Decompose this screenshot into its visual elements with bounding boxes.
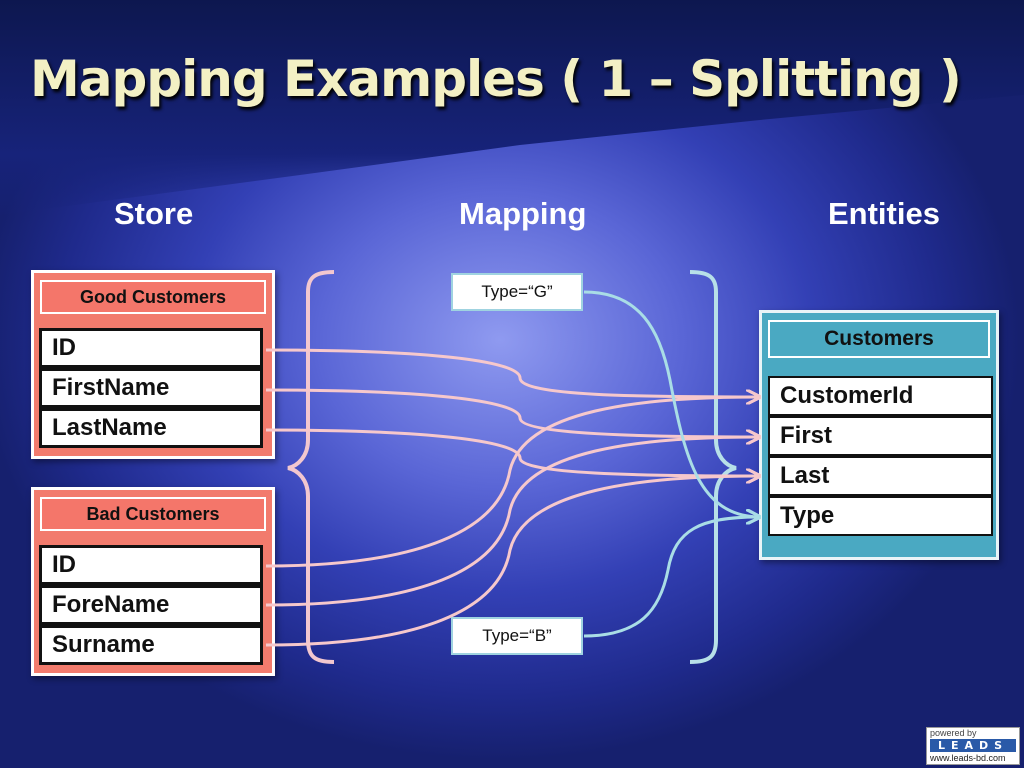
left-brace <box>287 270 335 664</box>
condition-type-b[interactable]: Type=“B” <box>451 617 583 655</box>
customers-entity-header: Customers <box>768 320 990 358</box>
good-customers-firstname-row[interactable]: FirstName <box>39 368 263 408</box>
link-good-lastname-to-last <box>265 428 758 476</box>
good-customers-header: Good Customers <box>40 280 266 314</box>
logo-url: www.leads-bd.com <box>930 753 1006 763</box>
good-customers-table[interactable]: Good Customers ID FirstName LastName <box>31 270 275 459</box>
mapping-heading: Mapping <box>459 196 587 231</box>
entity-type-row[interactable]: Type <box>768 496 993 536</box>
link-bad-forename-to-first <box>265 437 758 607</box>
link-type-b-to-type <box>583 517 758 638</box>
link-bad-surname-to-last <box>265 476 758 647</box>
entity-first-row[interactable]: First <box>768 416 993 456</box>
link-good-firstname-to-first <box>265 388 758 437</box>
logo-brand: LEADS <box>930 739 1016 752</box>
good-customers-lastname-row[interactable]: LastName <box>39 408 263 448</box>
entity-customerid-row[interactable]: CustomerId <box>768 376 993 416</box>
right-brace <box>689 270 737 664</box>
good-customers-id-row[interactable]: ID <box>39 328 263 368</box>
slide-title: Mapping Examples ( 1 – Splitting ) <box>30 50 962 108</box>
bad-customers-forename-row[interactable]: ForeName <box>39 585 263 625</box>
bad-customers-id-row[interactable]: ID <box>39 545 263 585</box>
entities-heading: Entities <box>828 196 940 231</box>
link-type-g-to-type <box>583 290 758 517</box>
entity-last-row[interactable]: Last <box>768 456 993 496</box>
store-heading: Store <box>114 196 194 231</box>
bad-customers-header: Bad Customers <box>40 497 266 531</box>
bad-customers-surname-row[interactable]: Surname <box>39 625 263 665</box>
leads-logo: powered by LEADS www.leads-bd.com <box>926 727 1020 765</box>
customers-entity[interactable]: Customers CustomerId First Last Type <box>759 310 999 560</box>
link-bad-id-to-customerid <box>265 397 758 568</box>
link-good-id-to-customerid <box>265 348 758 397</box>
logo-powered-by: powered by <box>930 728 977 738</box>
bad-customers-table[interactable]: Bad Customers ID ForeName Surname <box>31 487 275 676</box>
condition-type-g[interactable]: Type=“G” <box>451 273 583 311</box>
